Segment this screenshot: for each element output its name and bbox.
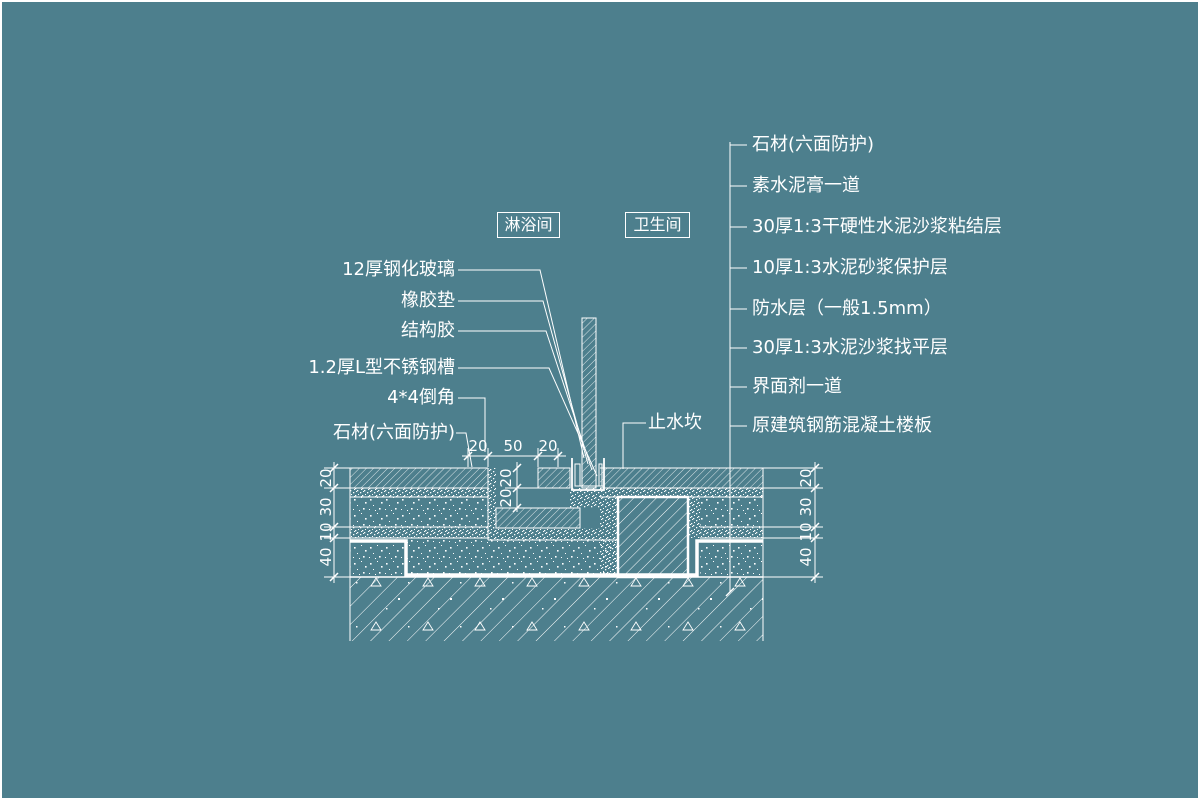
room-label-shower: 淋浴间 (497, 212, 560, 238)
layer-label-protection-mortar: 10厚1:3水泥砂浆保护层 (752, 257, 948, 278)
dim-top-20b: 20 (538, 437, 558, 455)
layer-label-structural-slab: 原建筑钢筋混凝土楼板 (752, 415, 932, 436)
left-callout-leaders (456, 269, 598, 477)
steel-channel-assembly (571, 458, 605, 491)
water-stop-leader (622, 422, 646, 469)
callout-steel-channel: 1.2厚L型不锈钢槽 (308, 357, 455, 378)
top-dimension-chain (462, 448, 566, 467)
waterproof-membrane-line (350, 539, 763, 577)
layer-label-stone: 石材(六面防护) (752, 134, 875, 155)
layer-label-waterproofing: 防水层（一般1.5mm） (752, 298, 942, 319)
slab-concrete-hatch (350, 577, 763, 641)
dim-right-40: 40 (797, 547, 815, 567)
callout-water-stop: 止水坎 (648, 412, 702, 433)
layer-label-leveling-mortar: 30厚1:3水泥沙浆找平层 (752, 337, 948, 358)
dim-left-20: 20 (317, 468, 335, 488)
callout-tempered-glass: 12厚钢化玻璃 (342, 259, 455, 280)
left-dimension-chain (324, 462, 352, 583)
dim-recess-20b: 20 (497, 488, 515, 508)
mortar-speckle-layers (350, 497, 763, 577)
paste-protection-stipple-layers (350, 468, 763, 577)
layer-label-cement-paste: 素水泥膏一道 (752, 175, 860, 196)
water-stop-curb (616, 495, 690, 579)
dim-right-20: 20 (797, 468, 815, 488)
dim-top-50: 50 (503, 437, 523, 455)
dim-top-20a: 20 (468, 437, 488, 455)
layer-label-bonding-mortar: 30厚1:3干硬性水泥沙浆粘结层 (752, 216, 1002, 237)
glass-panel (581, 317, 597, 489)
section-outlines (349, 467, 764, 641)
right-callout-leader (725, 142, 747, 597)
recess-dimension-chain (505, 462, 542, 513)
dim-left-40: 40 (317, 547, 335, 567)
right-dimension-chain (763, 462, 823, 583)
stone-layers (350, 468, 763, 528)
callout-stone-left: 石材(六面防护) (332, 422, 455, 443)
layer-label-interface-agent: 界面剂一道 (752, 376, 842, 397)
room-label-bathroom: 卫生间 (625, 212, 690, 238)
callout-chamfer: 4*4倒角 (387, 387, 455, 408)
callout-rubber-pad: 橡胶垫 (401, 290, 455, 311)
callout-structural-glue: 结构胶 (401, 320, 455, 341)
